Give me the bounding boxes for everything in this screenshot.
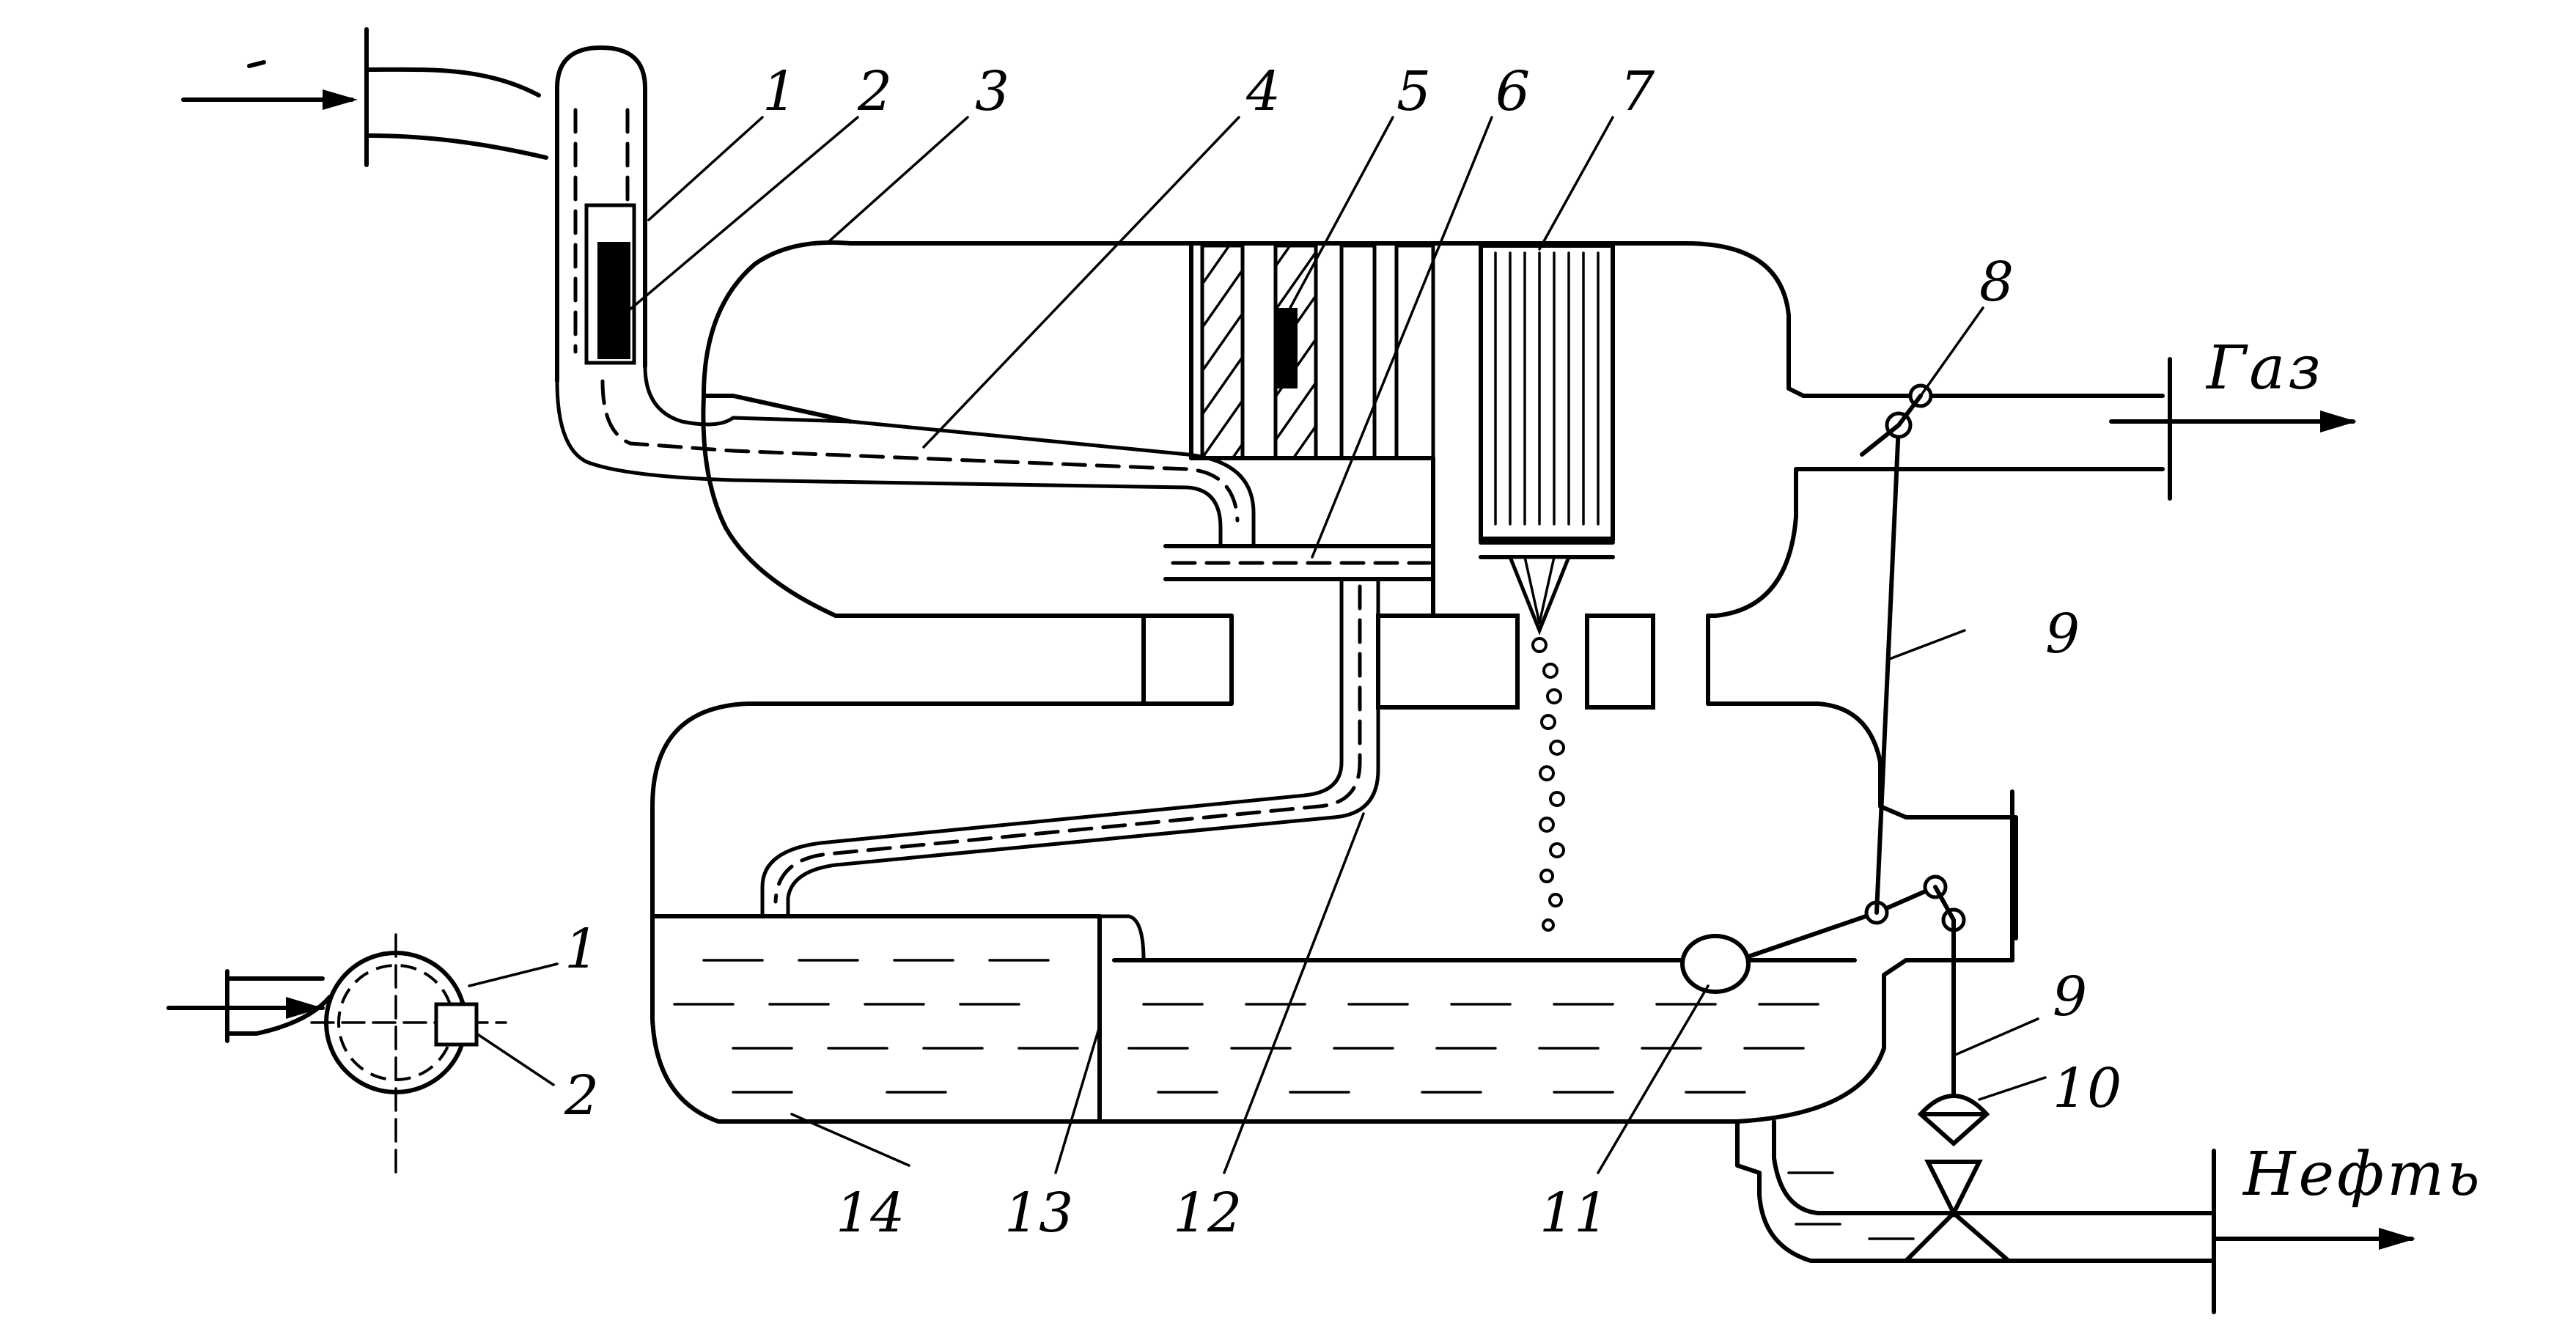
- gas-bubbles: [1531, 637, 1565, 932]
- label-13: 13: [1004, 1182, 1073, 1245]
- oil-valve-10: [1904, 1094, 2011, 1263]
- inlet-pipe: [364, 27, 548, 167]
- lever-linkage: [1746, 383, 1966, 1116]
- label-14: 14: [836, 1182, 905, 1245]
- float-11: [1680, 934, 1751, 994]
- lower-vessel: [650, 907, 2014, 1263]
- label-6: 6: [1495, 60, 1530, 123]
- label-12: 12: [1173, 1182, 1242, 1245]
- drain-pipe-12: [760, 577, 1380, 962]
- label-10: 10: [2053, 1057, 2121, 1120]
- label-11: 11: [1539, 1182, 1608, 1245]
- label-7: 7: [1620, 60, 1655, 123]
- cyclone-head: [555, 45, 647, 383]
- oil-label: Нефть: [2242, 1140, 2483, 1209]
- label-2: 2: [857, 60, 892, 123]
- liquid-level: [650, 914, 1915, 1240]
- label-5: 5: [1396, 60, 1431, 123]
- gas-outlet-nozzle: [2109, 357, 2357, 501]
- inlet-arrow-top: [181, 60, 358, 110]
- leader-lines: [622, 116, 2047, 1174]
- label-4: 4: [1245, 60, 1281, 123]
- inset-label-1: 1: [564, 918, 599, 981]
- label-1: 1: [762, 60, 797, 123]
- vessel-connector: [650, 614, 2018, 962]
- cyclone-cross-section-inset: [166, 933, 559, 1182]
- label-8: 8: [1979, 251, 2014, 314]
- baffle-pack-5: [1189, 243, 1435, 460]
- oil-outlet-nozzle: [1948, 1149, 2415, 1314]
- coalescer-pack-7: [1479, 243, 1615, 636]
- label-9-upper: 9: [2045, 603, 2080, 666]
- gas-label: Газ: [2205, 334, 2324, 403]
- inset-label-2: 2: [564, 1064, 599, 1127]
- inlet-pipe-4: [555, 364, 1256, 548]
- part-labels: 1 2 3 4 5 6 7 8 9 9 10 11 12 13 14 1 2: [564, 60, 2121, 1245]
- upper-vessel: [701, 240, 2165, 706]
- label-3: 3: [975, 60, 1009, 123]
- distributor-6: [1163, 456, 1435, 618]
- label-9-lower: 9: [2053, 965, 2087, 1028]
